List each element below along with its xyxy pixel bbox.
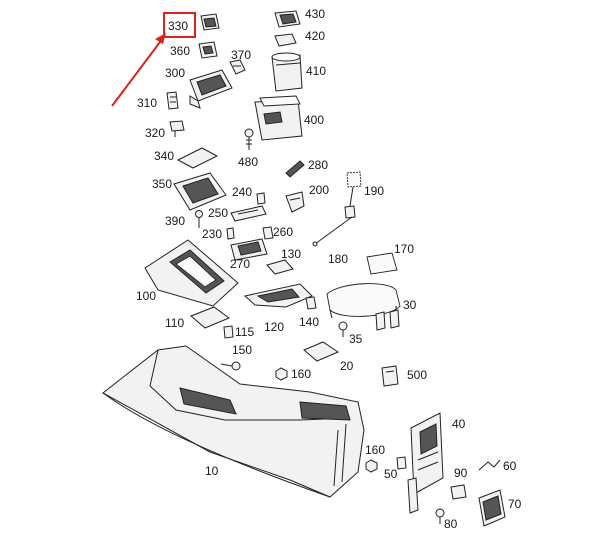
part-40 xyxy=(407,412,444,514)
part-170 xyxy=(366,252,398,275)
label-310: 310 xyxy=(137,96,157,110)
part-340 xyxy=(176,147,219,169)
label-140: 140 xyxy=(299,315,319,329)
label-370: 370 xyxy=(231,48,251,62)
part-320 xyxy=(169,120,185,137)
label-400: 400 xyxy=(304,113,324,127)
part-120 xyxy=(243,283,313,308)
part-500 xyxy=(381,365,399,387)
label-240: 240 xyxy=(232,185,252,199)
part-140 xyxy=(305,296,317,310)
label-170: 170 xyxy=(394,242,414,256)
part-60 xyxy=(478,459,501,471)
label-110: 110 xyxy=(165,316,184,330)
highlight-arrow xyxy=(111,33,166,107)
part-50 xyxy=(396,456,407,470)
label-160-lower: 160 xyxy=(365,443,385,457)
label-330: 330 xyxy=(168,19,188,33)
part-100 xyxy=(144,239,239,307)
part-350 xyxy=(173,172,227,211)
label-160-upper: 160 xyxy=(291,367,311,381)
part-80 xyxy=(435,508,445,524)
part-250 xyxy=(230,205,267,222)
label-115: 115 xyxy=(235,325,254,339)
label-280: 280 xyxy=(308,158,328,172)
part-370 xyxy=(229,59,246,75)
part-160-upper xyxy=(275,367,288,381)
part-30 xyxy=(326,283,401,331)
label-35: 35 xyxy=(349,332,363,346)
label-40: 40 xyxy=(452,417,466,431)
label-320: 320 xyxy=(145,126,165,140)
part-360 xyxy=(198,41,218,59)
label-80: 80 xyxy=(444,517,458,531)
label-480: 480 xyxy=(238,155,258,169)
label-90: 90 xyxy=(454,466,468,480)
part-410 xyxy=(271,52,303,92)
part-90 xyxy=(450,484,467,500)
label-190: 190 xyxy=(364,184,384,198)
label-230: 230 xyxy=(202,227,222,241)
part-480 xyxy=(244,128,254,150)
part-200 xyxy=(285,191,305,213)
part-115 xyxy=(223,325,234,339)
label-20: 20 xyxy=(340,359,354,373)
label-250: 250 xyxy=(208,206,228,220)
label-420: 420 xyxy=(305,29,325,43)
label-30: 30 xyxy=(403,298,417,312)
part-280 xyxy=(285,160,305,178)
part-160-lower xyxy=(365,459,378,473)
label-270: 270 xyxy=(230,257,250,271)
label-50: 50 xyxy=(384,467,398,481)
part-130 xyxy=(266,259,294,275)
label-120: 120 xyxy=(264,320,284,334)
part-10 xyxy=(102,345,365,498)
part-260 xyxy=(262,226,274,240)
label-410: 410 xyxy=(306,64,326,78)
part-230 xyxy=(226,227,235,240)
part-310 xyxy=(166,91,179,110)
label-200: 200 xyxy=(309,183,329,197)
part-420 xyxy=(274,33,297,47)
label-260: 260 xyxy=(273,225,293,239)
label-430: 430 xyxy=(305,7,325,21)
highlight-box xyxy=(163,12,196,38)
part-190 xyxy=(344,171,362,219)
label-10: 10 xyxy=(205,464,219,478)
label-60: 60 xyxy=(503,459,517,473)
label-350: 350 xyxy=(152,177,172,191)
part-110 xyxy=(190,306,231,329)
label-150: 150 xyxy=(232,343,252,357)
label-390: 390 xyxy=(165,214,185,228)
label-500: 500 xyxy=(407,368,427,382)
part-20 xyxy=(303,341,340,362)
part-270 xyxy=(230,238,268,261)
part-330 xyxy=(200,13,220,31)
part-150 xyxy=(220,361,241,371)
label-340: 340 xyxy=(154,149,174,163)
label-70: 70 xyxy=(508,497,522,511)
part-70 xyxy=(478,489,506,527)
part-390 xyxy=(195,210,203,228)
label-100: 100 xyxy=(136,289,156,303)
part-240 xyxy=(256,192,266,205)
part-300 xyxy=(189,69,233,109)
part-180 xyxy=(312,216,353,247)
label-130: 130 xyxy=(281,247,301,261)
label-180: 180 xyxy=(328,252,348,266)
label-300: 300 xyxy=(165,66,185,80)
part-35 xyxy=(338,321,348,337)
label-360: 360 xyxy=(170,44,190,58)
part-400 xyxy=(254,95,303,141)
part-430 xyxy=(274,10,301,28)
